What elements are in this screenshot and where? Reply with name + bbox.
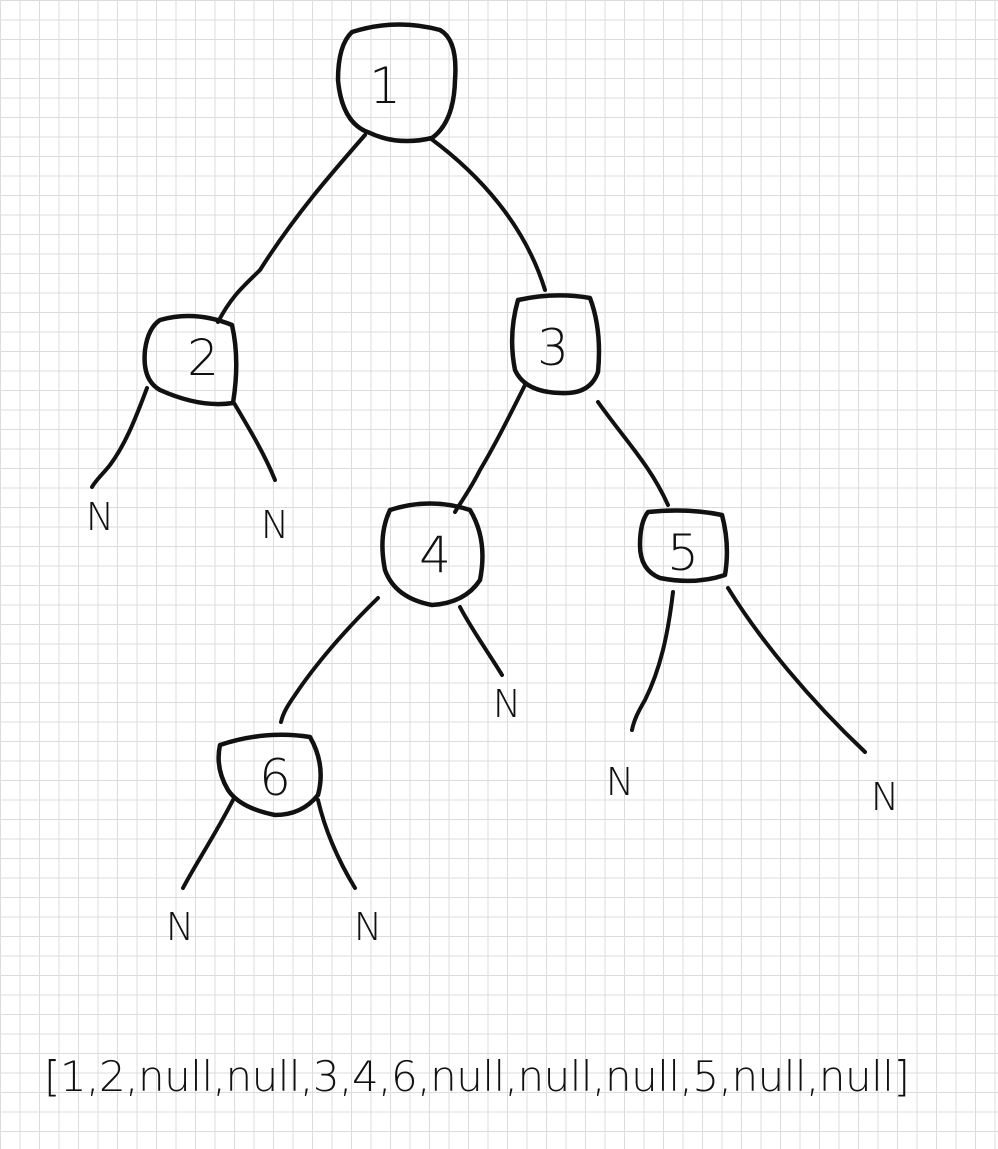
edge-4-6 — [279, 596, 380, 724]
array-representation: [1,2,null,null,3,4,6,null,null,null,5,nu… — [44, 1052, 910, 1101]
null-edge-5-right — [726, 586, 867, 754]
node-3-label: 3 — [537, 319, 569, 377]
node-3: 3 — [509, 293, 602, 396]
null-edge-6-left — [181, 798, 235, 890]
node-2-label: 2 — [187, 329, 219, 387]
null-label-6-left: N — [166, 905, 194, 949]
edge-3-5 — [596, 400, 670, 507]
null-edge-5-left — [630, 590, 675, 732]
node-4-label: 4 — [419, 526, 451, 584]
null-label-2-left: N — [86, 495, 114, 539]
null-label-5-right: N — [871, 775, 899, 819]
node-1-label: 1 — [369, 57, 401, 115]
null-edge-4-right — [458, 605, 504, 677]
node-4: 4 — [380, 501, 485, 608]
node-1: 1 — [335, 22, 458, 144]
null-edge-2-left — [90, 386, 149, 489]
null-label-6-right: N — [354, 905, 382, 949]
edge-1-2 — [216, 133, 367, 324]
node-6: 6 — [216, 732, 323, 818]
null-edge-6-right — [316, 798, 357, 890]
null-edge-2-right — [232, 401, 277, 482]
node-5-label: 5 — [667, 524, 699, 582]
node-2: 2 — [142, 313, 239, 407]
node-6-label: 6 — [259, 749, 291, 807]
edge-3-4 — [453, 383, 527, 514]
null-label-2-right: N — [261, 503, 289, 547]
edge-1-3 — [428, 136, 547, 292]
null-label-4-right: N — [493, 682, 521, 726]
null-label-5-left: N — [606, 760, 634, 804]
node-5: 5 — [637, 508, 730, 584]
